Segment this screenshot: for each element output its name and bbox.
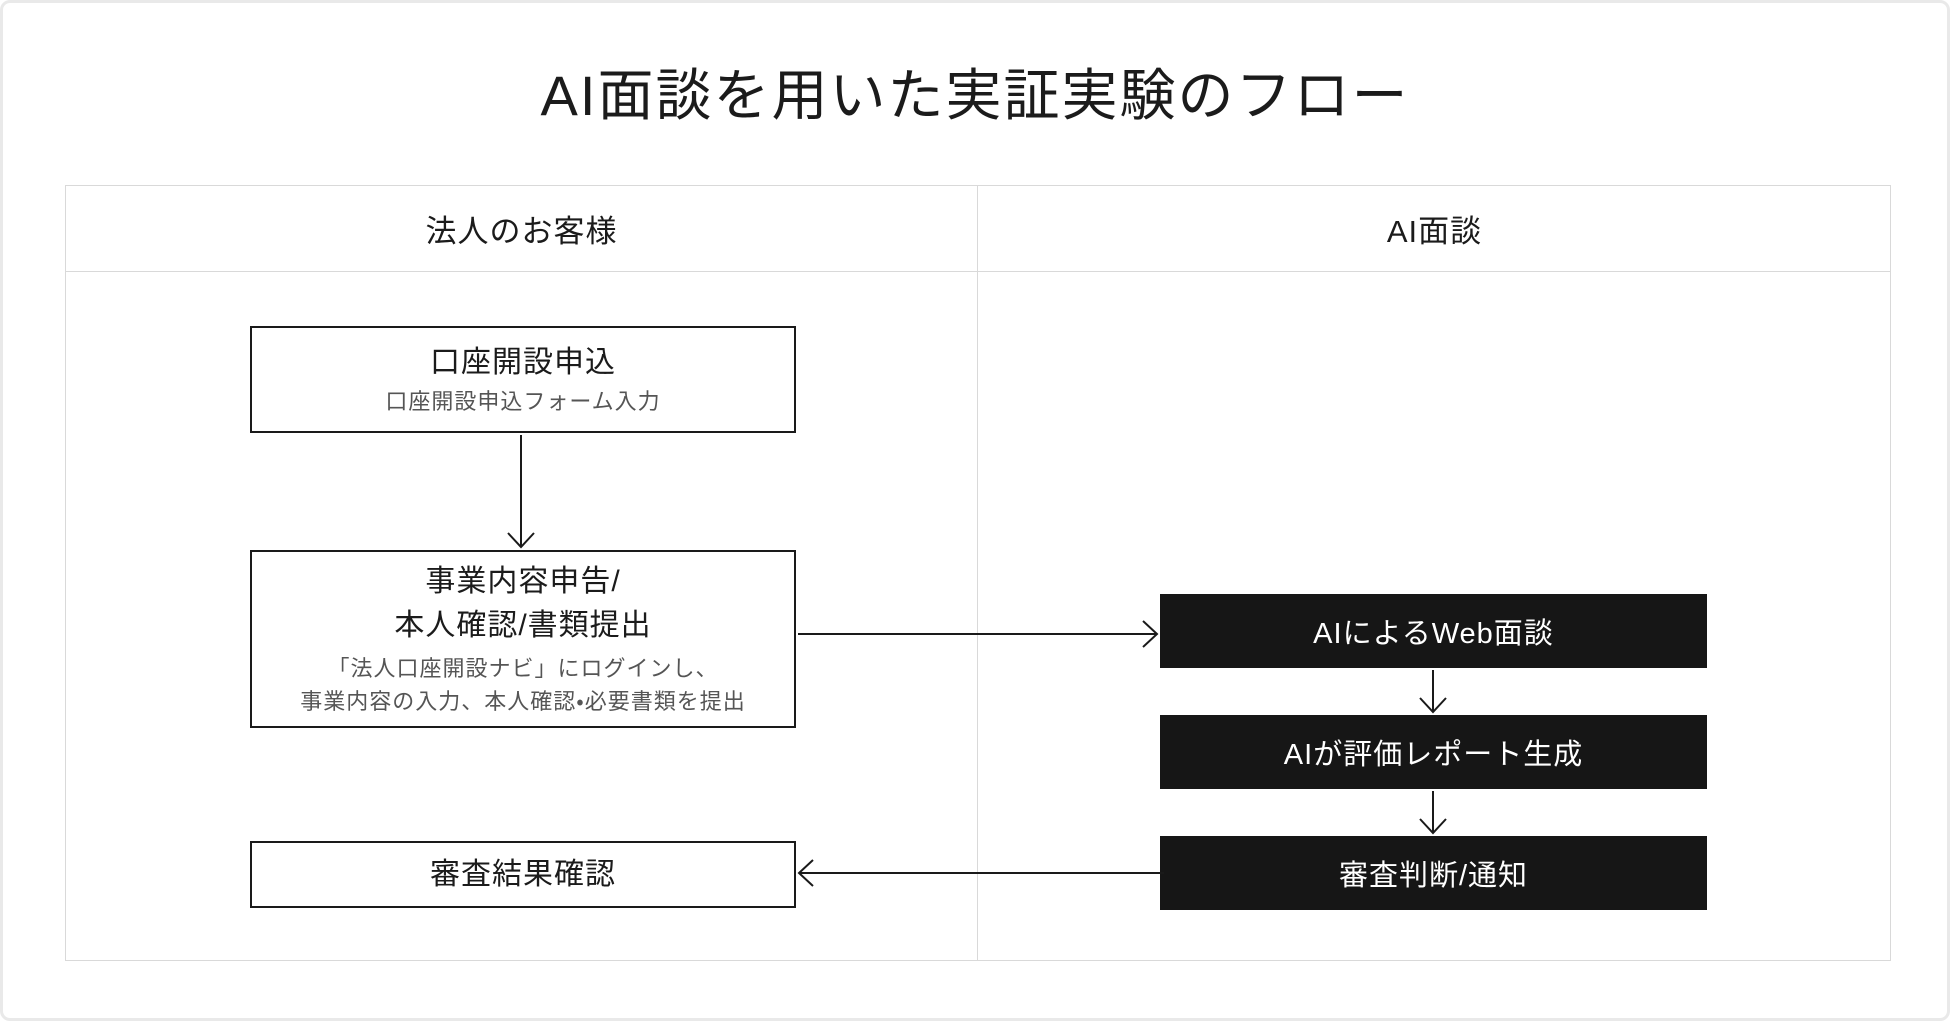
step-ai-web-interview: AIによるWeb面談 — [1160, 594, 1707, 668]
lane-header-customer: 法人のお客様 — [66, 186, 977, 272]
step-subtitle-line1: 「法人口座開設ナビ」にログインし、 — [327, 656, 719, 681]
swimlane-table: 法人のお客様 AI面談 — [65, 185, 1891, 961]
step-ai-report-generation: AIが評価レポート生成 — [1160, 715, 1707, 789]
lane-ai: AI面談 — [977, 186, 1891, 960]
step-business-declaration: 事業内容申告/ 本人確認/書類提出 「法人口座開設ナビ」にログインし、 事業内容… — [250, 550, 796, 728]
step-account-application: 口座開設申込 口座開設申込フォーム入力 — [250, 326, 796, 433]
step-title-line2: 本人確認/書類提出 — [394, 609, 652, 642]
ai-step-label: AIによるWeb面談 — [1313, 618, 1554, 650]
step-review-decision: 審査判断/通知 — [1160, 836, 1707, 910]
page-title: AI面談を用いた実証実験のフロー — [540, 64, 1410, 127]
lane-header-ai: AI面談 — [978, 186, 1891, 272]
lane-customer: 法人のお客様 — [66, 186, 977, 960]
step-title: 口座開設申込 — [430, 346, 616, 379]
step-title-line1: 事業内容申告/ — [425, 565, 621, 598]
step-subtitle: 口座開設申込フォーム入力 — [385, 389, 661, 414]
ai-step-label: AIが評価レポート生成 — [1283, 739, 1584, 771]
step-subtitle-line2: 事業内容の入力、本人確認・必要書類を提出 — [300, 689, 746, 714]
ai-step-label: 審査判断/通知 — [1338, 860, 1529, 892]
step-title: 審査結果確認 — [430, 857, 616, 891]
step-result-check: 審査結果確認 — [250, 841, 796, 908]
